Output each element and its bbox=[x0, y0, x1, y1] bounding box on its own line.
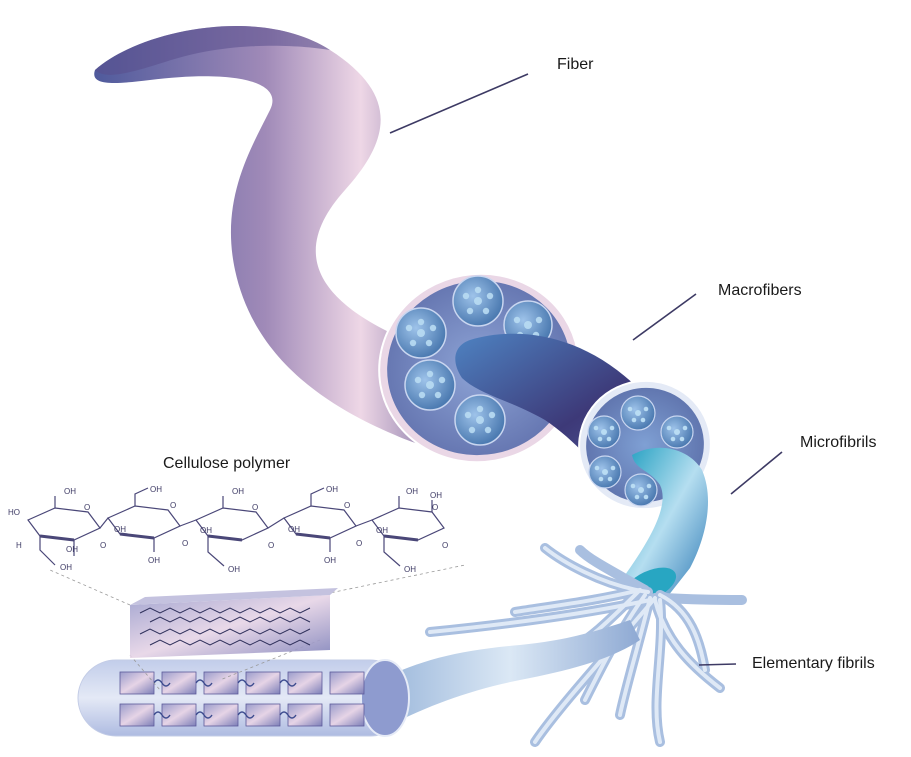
oxygen-label: O bbox=[182, 539, 188, 548]
oh-label: OH bbox=[326, 485, 338, 494]
oxygen-label: O bbox=[268, 541, 274, 550]
oh-label: OH bbox=[150, 485, 162, 494]
ho-label: HO bbox=[8, 508, 20, 517]
macrofibers-label: Macrofibers bbox=[718, 282, 802, 299]
oh-label: OH bbox=[64, 487, 76, 496]
elementary-fibrils-label: Elementary fibrils bbox=[752, 655, 875, 672]
oh-label: OH bbox=[60, 563, 72, 572]
oh-label: OH bbox=[228, 565, 240, 574]
microfibrils-leader-line bbox=[731, 452, 782, 494]
cellulose-polymer-formula: OH OH OH OH OH OH OH OH OH OH OH OH OH O… bbox=[8, 485, 448, 574]
oh-label: OH bbox=[404, 565, 416, 574]
ring-oxygen-label: O bbox=[432, 503, 438, 512]
oxygen-label: O bbox=[100, 541, 106, 550]
oh-label: OH bbox=[430, 491, 442, 500]
oh-label: OH bbox=[148, 556, 160, 565]
cellulose-polymer-label: Cellulose polymer bbox=[163, 455, 291, 472]
fiber-structure bbox=[94, 26, 594, 478]
oh-label: OH bbox=[406, 487, 418, 496]
oxygen-label: O bbox=[356, 539, 362, 548]
oh-label: OH bbox=[288, 525, 300, 534]
oh-label: OH bbox=[200, 526, 212, 535]
oh-label: OH bbox=[376, 526, 388, 535]
elementary-fibrils-leader-line bbox=[699, 664, 736, 665]
h-label: H bbox=[16, 541, 22, 550]
oxygen-label: O bbox=[442, 541, 448, 550]
ring-oxygen-label: O bbox=[170, 501, 176, 510]
ring-oxygen-label: O bbox=[344, 501, 350, 510]
oh-label: OH bbox=[324, 556, 336, 565]
oh-label: OH bbox=[114, 525, 126, 534]
fiber-leader-line bbox=[390, 74, 528, 133]
ring-oxygen-label: O bbox=[252, 503, 258, 512]
fiber-label: Fiber bbox=[557, 56, 594, 73]
ring-oxygen-label: O bbox=[84, 503, 90, 512]
oh-label: OH bbox=[66, 545, 78, 554]
microfibrils-label: Microfibrils bbox=[800, 434, 876, 451]
oh-label: OH bbox=[232, 487, 244, 496]
macrofibers-leader-line bbox=[633, 294, 696, 340]
